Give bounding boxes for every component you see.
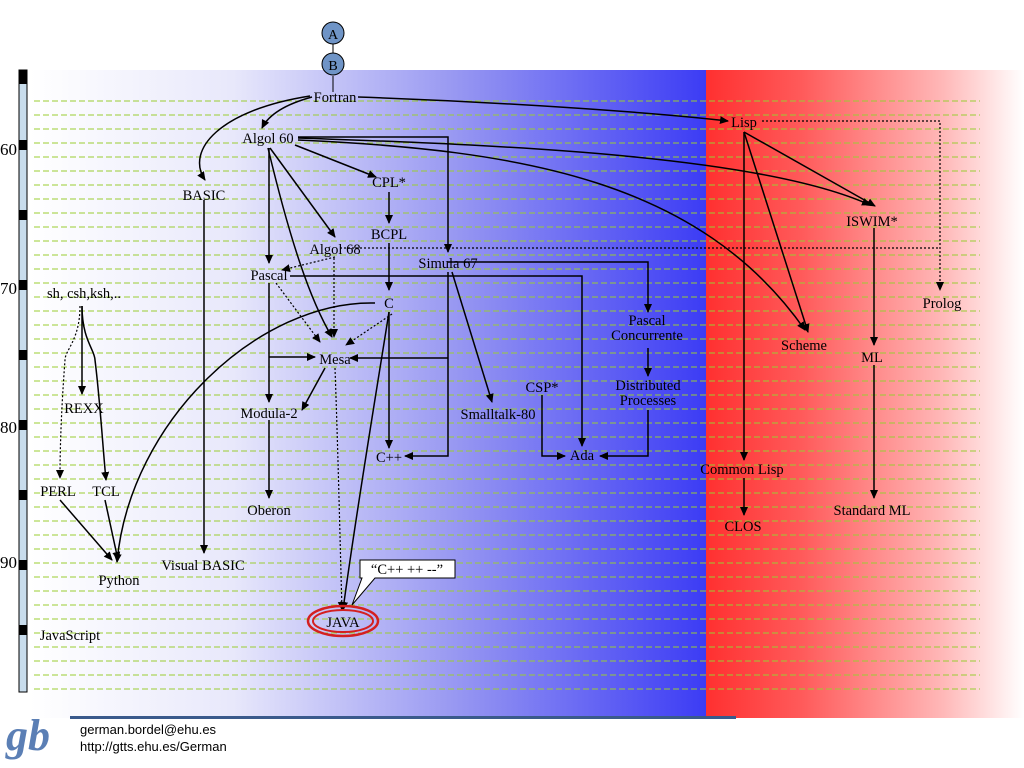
node-tcl: TCL bbox=[92, 484, 119, 500]
timeline-bar bbox=[18, 69, 28, 693]
decade-label-80: 80 bbox=[0, 418, 17, 437]
node-perl: PERL bbox=[40, 484, 75, 500]
node-simula67: Simula 67 bbox=[418, 256, 477, 272]
node-visual-basic: Visual BASIC bbox=[161, 558, 244, 574]
legend-badge-b bbox=[321, 52, 345, 76]
node-oberon: Oberon bbox=[247, 503, 291, 519]
footer-email[interactable]: german.bordel@ehu.es bbox=[80, 722, 217, 737]
node-algol68: Algol 68 bbox=[309, 242, 360, 258]
node-python: Python bbox=[98, 573, 140, 589]
legend-badge-a bbox=[321, 21, 345, 45]
footer-url[interactable]: http://gtts.ehu.es/German bbox=[80, 739, 227, 754]
node-modula2: Modula-2 bbox=[240, 406, 297, 422]
legend-badges: A B bbox=[321, 21, 345, 92]
node-prolog: Prolog bbox=[923, 296, 962, 312]
node-smalltalk80: Smalltalk-80 bbox=[461, 407, 536, 423]
node-pascal-concurrente-line2: Concurrente bbox=[611, 328, 683, 344]
node-mesa: Mesa bbox=[319, 352, 351, 368]
year-gridlines bbox=[34, 100, 980, 690]
node-cpp: C++ bbox=[376, 450, 402, 466]
node-shell: sh, csh,ksh,.. bbox=[47, 286, 121, 302]
node-common-lisp: Common Lisp bbox=[700, 462, 783, 478]
node-distributed-line2: Processes bbox=[620, 393, 677, 409]
node-iswim: ISWIM* bbox=[846, 214, 898, 230]
node-java: JAVA bbox=[326, 615, 360, 631]
node-pascal-concurrente-line1: Pascal bbox=[628, 313, 665, 329]
node-standard-ml: Standard ML bbox=[834, 503, 911, 519]
decade-label-70: 70 bbox=[0, 279, 17, 298]
cpp-minus-callout: “C++ ++ --” bbox=[351, 559, 456, 606]
node-pascal: Pascal bbox=[250, 268, 287, 284]
language-labels: Fortran Lisp Algol 60 BASIC CPL* ISWIM* … bbox=[40, 90, 962, 644]
node-ml: ML bbox=[861, 350, 883, 366]
node-cpl: CPL* bbox=[372, 175, 406, 191]
node-scheme: Scheme bbox=[781, 338, 827, 354]
decade-label-90: 90 bbox=[0, 553, 17, 572]
callout-cpp-minus: “C++ ++ --” bbox=[371, 562, 443, 578]
node-fortran: Fortran bbox=[314, 90, 357, 106]
node-c: C bbox=[384, 296, 394, 312]
decade-label-60: 60 bbox=[0, 140, 17, 159]
node-basic: BASIC bbox=[183, 188, 226, 204]
node-bcpl: BCPL bbox=[371, 227, 407, 243]
dotted-edges bbox=[56, 120, 944, 611]
gb-logo: gb bbox=[6, 711, 50, 760]
legend-label-b: B bbox=[328, 59, 337, 74]
node-distributed-line1: Distributed bbox=[615, 378, 681, 394]
footer-rule bbox=[70, 716, 736, 719]
node-ada: Ada bbox=[570, 448, 595, 464]
node-lisp: Lisp bbox=[731, 115, 757, 131]
node-algol60: Algol 60 bbox=[242, 131, 293, 147]
node-javascript: JavaScript bbox=[40, 628, 100, 644]
node-rexx: REXX bbox=[64, 401, 104, 417]
legend-label-a: A bbox=[328, 28, 339, 43]
node-clos: CLOS bbox=[724, 519, 761, 535]
java-highlight: JAVA bbox=[306, 604, 380, 638]
node-csp: CSP* bbox=[525, 380, 558, 396]
influence-edges bbox=[59, 95, 878, 611]
